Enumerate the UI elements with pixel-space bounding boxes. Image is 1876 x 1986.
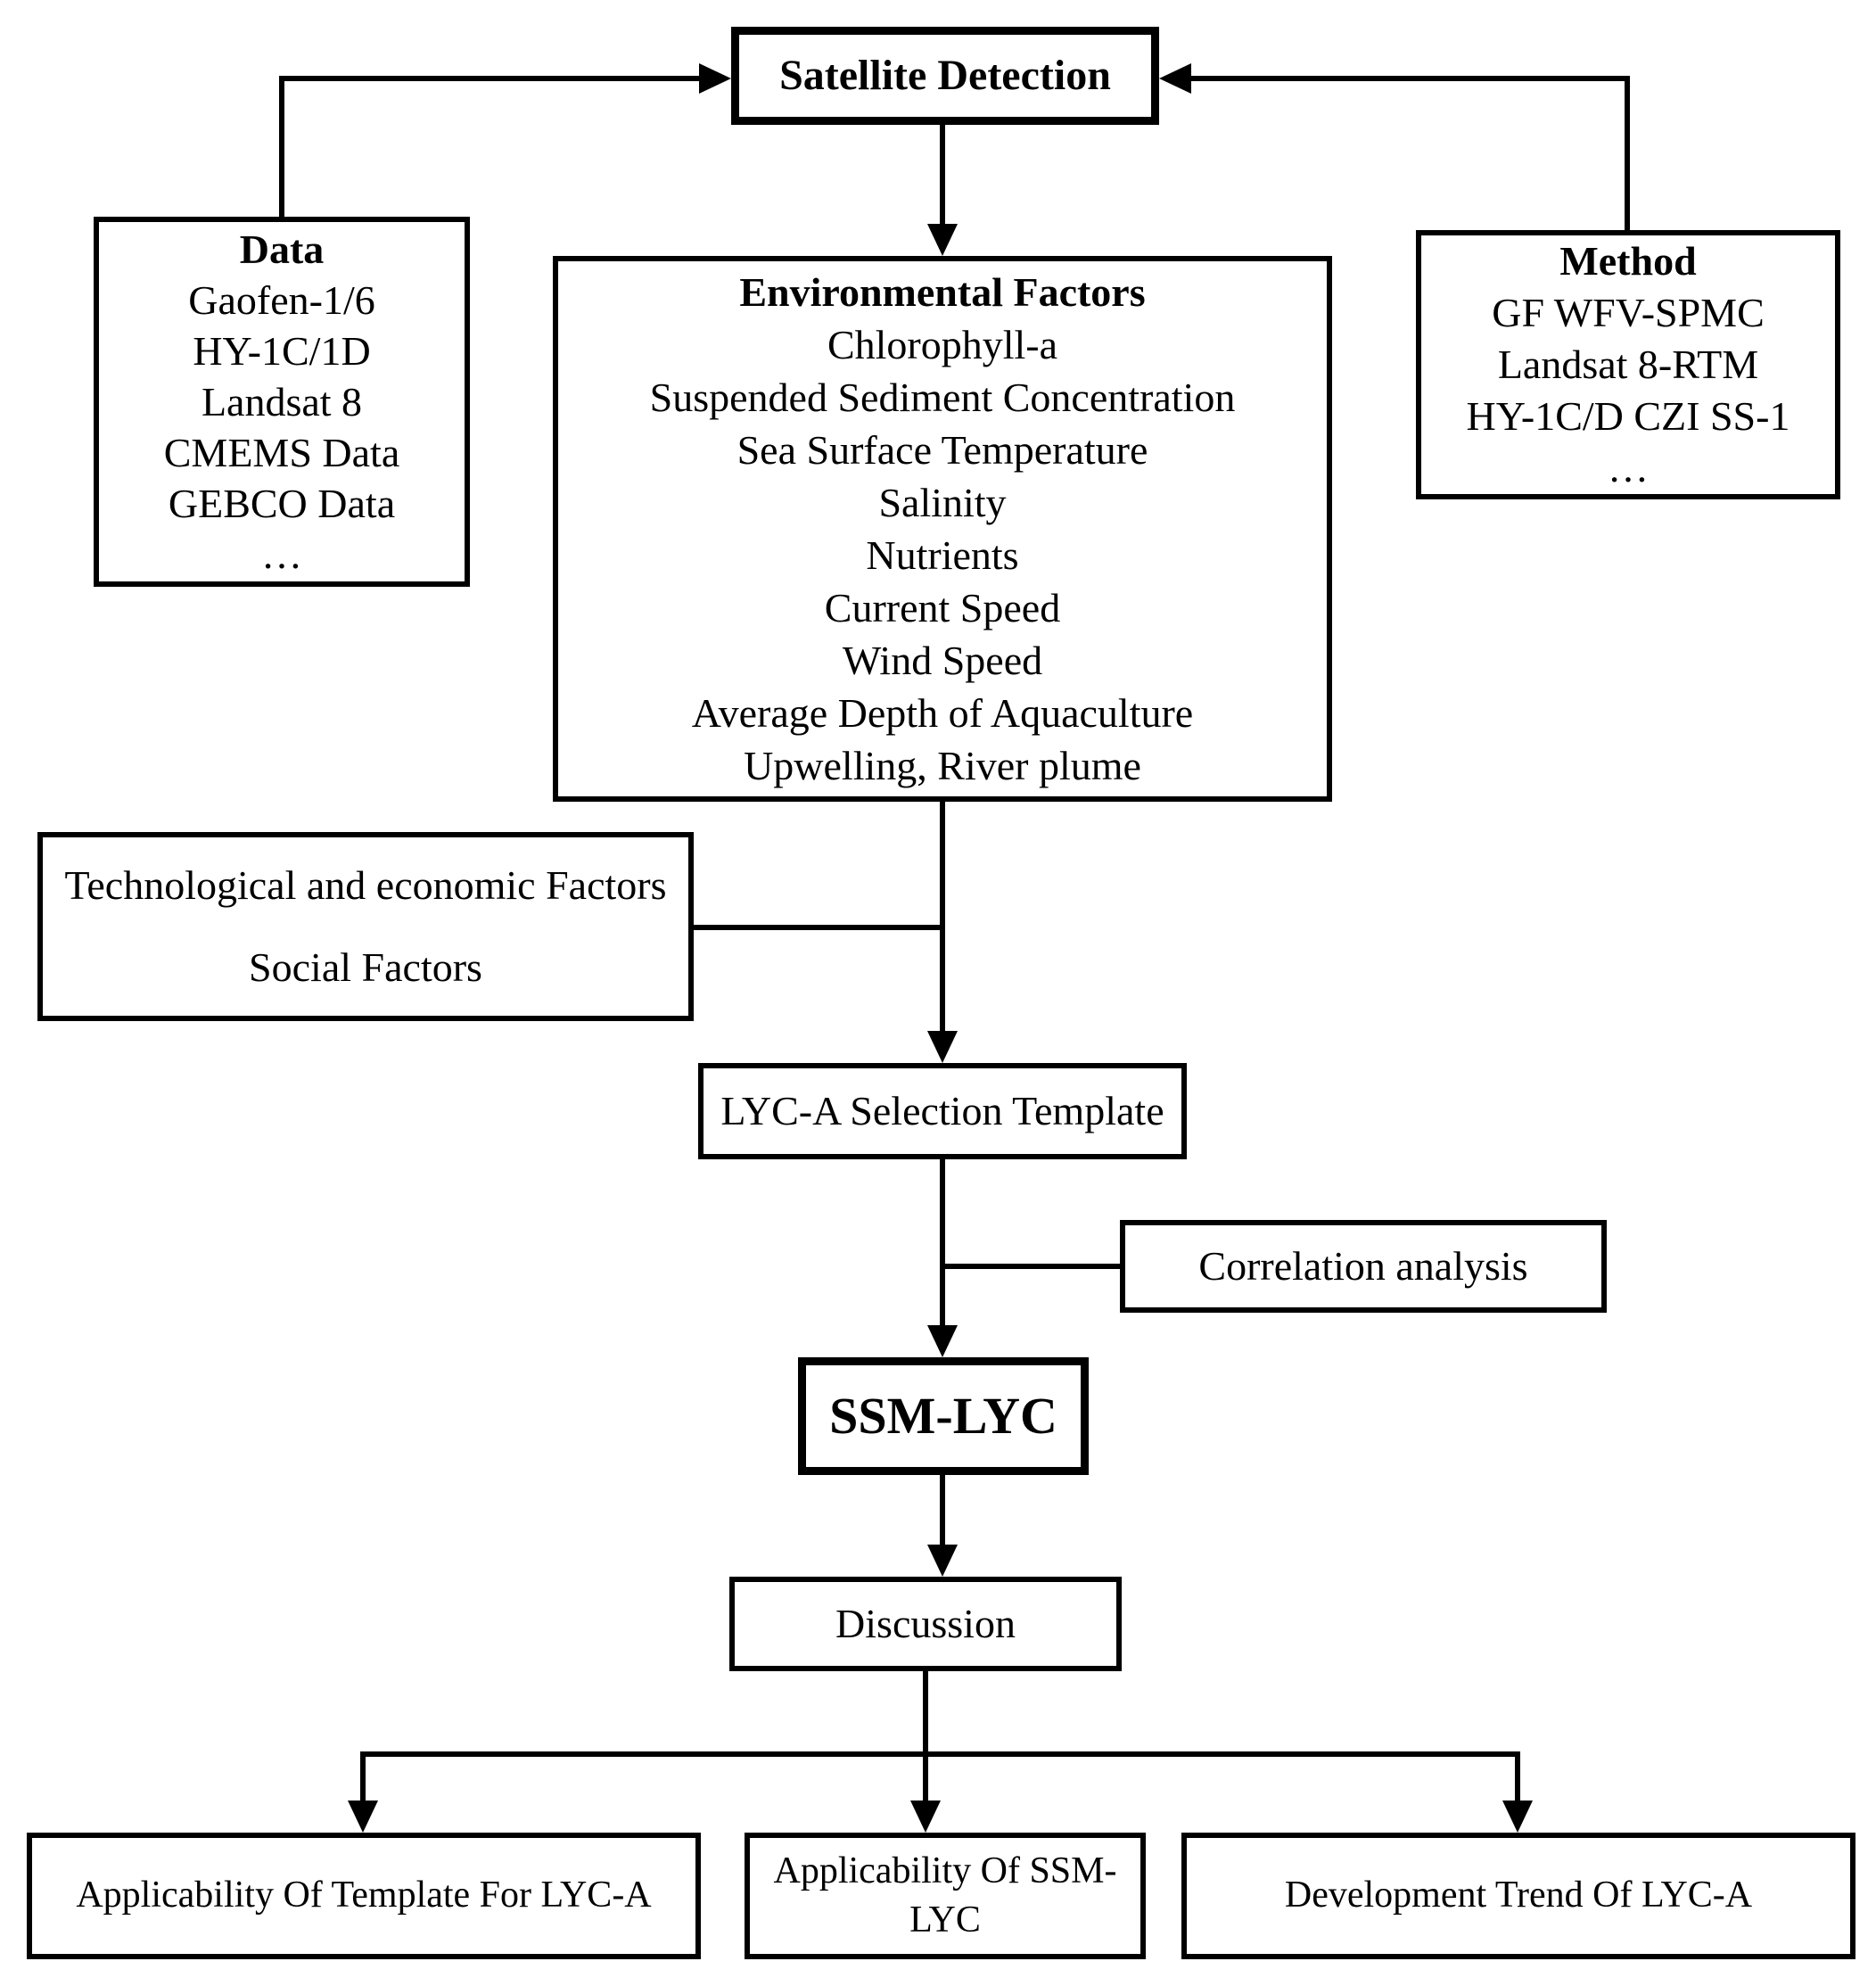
data-item-ellipsis: … bbox=[261, 532, 302, 577]
data-item: GEBCO Data bbox=[168, 481, 396, 526]
social-factors-label: Social Factors bbox=[249, 944, 482, 990]
development-trend-label: Development Trend Of LYC-A bbox=[1284, 1875, 1753, 1916]
arrowhead-into-satellite-right bbox=[1159, 63, 1191, 94]
tech-economic-factors-label: Technological and economic Factors bbox=[64, 862, 667, 908]
connector-factors-to-stem bbox=[694, 925, 945, 930]
method-title: Method bbox=[1559, 238, 1697, 284]
environmental-factors-title: Environmental Factors bbox=[739, 269, 1146, 315]
method-item: Landsat 8-RTM bbox=[1497, 342, 1759, 387]
connector-method-up bbox=[1625, 78, 1630, 230]
connector-branch-horizontal bbox=[360, 1751, 1520, 1757]
connector-branch-left-drop bbox=[360, 1751, 366, 1801]
data-title: Data bbox=[239, 227, 325, 272]
arrowhead-into-ssm bbox=[927, 1325, 958, 1357]
node-applicability-of-template: Applicability Of Template For LYC-A bbox=[27, 1833, 701, 1959]
node-correlation-analysis: Correlation analysis bbox=[1120, 1220, 1607, 1313]
arrowhead-into-discussion bbox=[927, 1545, 958, 1577]
satellite-detection-label: Satellite Detection bbox=[779, 51, 1111, 99]
method-item: HY-1C/D CZI SS-1 bbox=[1466, 393, 1790, 439]
ssm-lyc-label: SSM-LYC bbox=[829, 1386, 1057, 1445]
data-item: CMEMS Data bbox=[163, 430, 400, 475]
environmental-item: Average Depth of Aquaculture bbox=[691, 690, 1194, 736]
node-lyca-selection-template: LYC-A Selection Template bbox=[698, 1063, 1187, 1159]
data-item: Gaofen-1/6 bbox=[188, 277, 375, 323]
applicability-of-template-label: Applicability Of Template For LYC-A bbox=[76, 1875, 652, 1916]
environmental-item: Current Speed bbox=[824, 585, 1061, 630]
connector-env-to-template bbox=[940, 802, 945, 1034]
node-satellite-detection: Satellite Detection bbox=[731, 27, 1159, 125]
node-discussion: Discussion bbox=[729, 1577, 1122, 1671]
environmental-item: Upwelling, River plume bbox=[744, 743, 1141, 788]
arrowhead-into-template bbox=[927, 1031, 958, 1063]
node-ssm-lyc: SSM-LYC bbox=[798, 1357, 1089, 1475]
node-development-trend: Development Trend Of LYC-A bbox=[1181, 1833, 1855, 1959]
connector-discussion-down bbox=[923, 1671, 928, 1801]
environmental-item: Sea Surface Temperature bbox=[736, 427, 1148, 473]
data-item: HY-1C/1D bbox=[193, 328, 371, 374]
node-method: Method GF WFV-SPMC Landsat 8-RTM HY-1C/D… bbox=[1416, 230, 1840, 499]
discussion-label: Discussion bbox=[835, 1600, 1016, 1646]
applicability-of-ssm-lyc-label: Applicability Of SSM-LYC bbox=[773, 1850, 1117, 1941]
environmental-item: Salinity bbox=[878, 480, 1007, 525]
arrowhead-into-bottom-mid bbox=[910, 1801, 941, 1833]
arrowhead-into-bottom-left bbox=[348, 1801, 378, 1833]
node-environmental-factors: Environmental Factors Chlorophyll-a Susp… bbox=[553, 256, 1332, 802]
lyca-selection-template-label: LYC-A Selection Template bbox=[720, 1087, 1164, 1133]
method-item-ellipsis: … bbox=[1608, 445, 1649, 490]
connector-template-to-ssm bbox=[940, 1159, 945, 1325]
environmental-item: Nutrients bbox=[866, 532, 1019, 578]
connector-data-to-satellite bbox=[279, 76, 699, 81]
connector-data-up bbox=[279, 78, 284, 217]
connector-satellite-to-env bbox=[940, 125, 945, 227]
environmental-item: Wind Speed bbox=[842, 638, 1043, 683]
method-item: GF WFV-SPMC bbox=[1492, 290, 1765, 335]
arrowhead-into-env bbox=[927, 224, 958, 256]
connector-method-to-satellite bbox=[1191, 76, 1630, 81]
correlation-analysis-label: Correlation analysis bbox=[1198, 1242, 1528, 1289]
arrowhead-into-satellite-left bbox=[699, 63, 731, 94]
node-data: Data Gaofen-1/6 HY-1C/1D Landsat 8 CMEMS… bbox=[94, 217, 470, 587]
environmental-item: Chlorophyll-a bbox=[827, 322, 1058, 367]
node-tech-social-factors: Technological and economic Factors Socia… bbox=[37, 832, 694, 1021]
data-item: Landsat 8 bbox=[201, 379, 363, 424]
environmental-item: Suspended Sediment Concentration bbox=[649, 375, 1236, 420]
connector-stem-to-correlation bbox=[942, 1264, 1120, 1269]
arrowhead-into-bottom-right bbox=[1502, 1801, 1533, 1833]
node-applicability-of-ssm-lyc: Applicability Of SSM-LYC bbox=[745, 1833, 1146, 1959]
connector-ssm-to-discussion bbox=[940, 1475, 945, 1545]
connector-branch-right-drop bbox=[1515, 1751, 1520, 1801]
